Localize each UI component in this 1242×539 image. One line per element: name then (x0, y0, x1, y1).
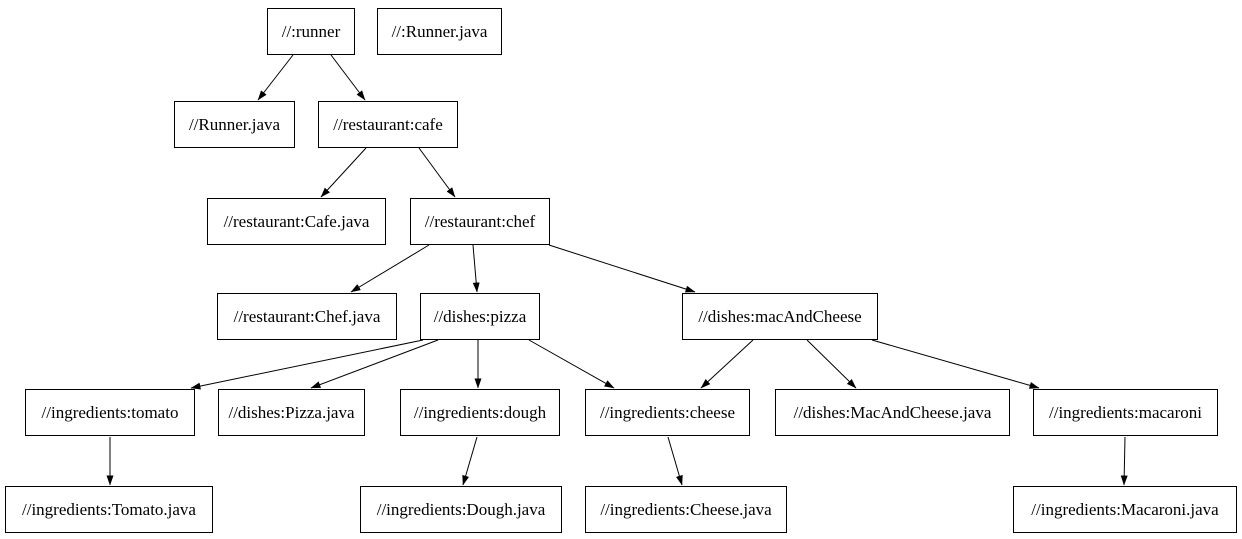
graph-node-pizza-java: //dishes:Pizza.java (218, 389, 365, 436)
graph-node-tomato-java: //ingredients:Tomato.java (5, 486, 213, 533)
graph-node-runner: //:runner (267, 8, 355, 55)
graph-node-mac-java: //dishes:MacAndCheese.java (775, 389, 1010, 436)
graph-node-cheese-java: //ingredients:Cheese.java (585, 486, 787, 533)
graph-node-cafe: //restaurant:cafe (318, 101, 458, 148)
graph-node-cheese: //ingredients:cheese (585, 389, 750, 436)
graph-node-cafe-java: //restaurant:Cafe.java (207, 198, 386, 245)
graph-node-mac-and-cheese: //dishes:macAndCheese (682, 293, 878, 340)
graph-node-pizza: //dishes:pizza (420, 293, 540, 340)
graph-node-macaroni: //ingredients:macaroni (1033, 389, 1218, 436)
graph-node-dough: //ingredients:dough (400, 389, 560, 436)
graph-node-dough-java: //ingredients:Dough.java (360, 486, 562, 533)
graph-node-tomato: //ingredients:tomato (25, 389, 195, 436)
graph-node-chef: //restaurant:chef (410, 198, 550, 245)
graph-node-runner-java-top: //:Runner.java (377, 8, 502, 55)
graph-node-runner-java: //Runner.java (174, 101, 295, 148)
graph-node-macaroni-java: //ingredients:Macaroni.java (1013, 486, 1237, 533)
graph-node-chef-java: //restaurant:Chef.java (217, 293, 397, 340)
